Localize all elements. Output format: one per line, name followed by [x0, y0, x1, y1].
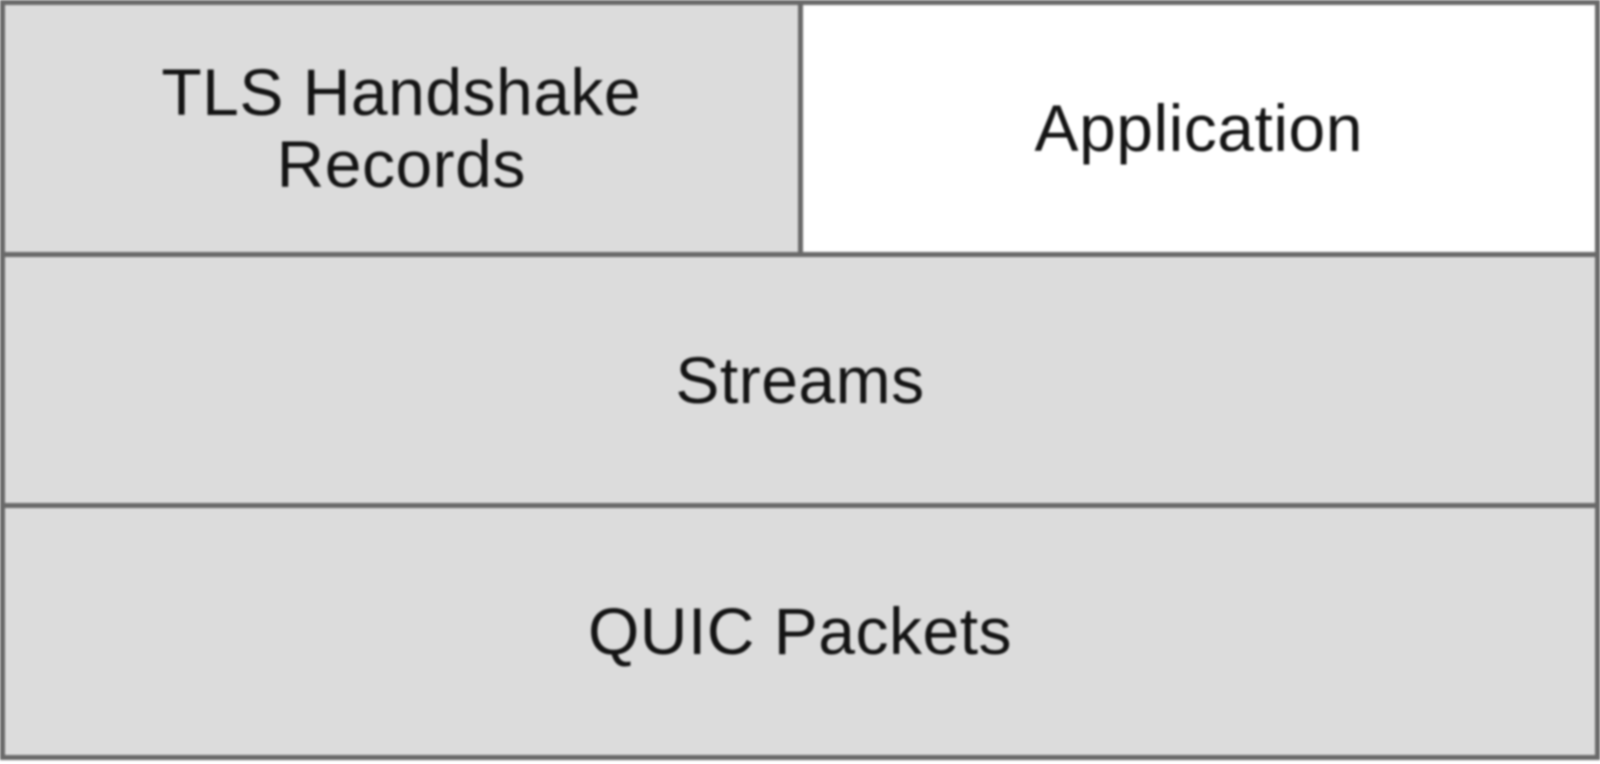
streams-label: Streams: [675, 342, 925, 417]
diagram-row-streams: Streams: [5, 251, 1595, 504]
cell-tls-handshake-records: TLS Handshake Records: [5, 5, 798, 252]
diagram-row-top: TLS Handshake Records Application: [5, 5, 1595, 252]
diagram-row-quic-packets: QUIC Packets: [5, 503, 1595, 756]
quic-packets-label: QUIC Packets: [587, 594, 1013, 669]
cell-application: Application: [797, 5, 1595, 252]
tls-handshake-records-label: TLS Handshake Records: [161, 54, 642, 202]
application-label: Application: [1034, 91, 1363, 166]
cell-streams: Streams: [5, 256, 1595, 504]
cell-quic-packets: QUIC Packets: [5, 508, 1595, 756]
